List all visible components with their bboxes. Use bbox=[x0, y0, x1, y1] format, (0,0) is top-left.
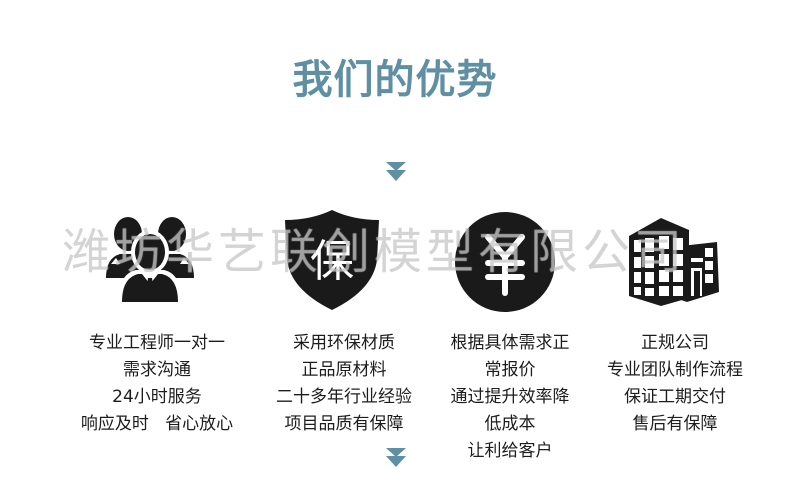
advantage-line: 需求沟通 bbox=[123, 360, 191, 380]
advantage-line: 采用环保材质 bbox=[293, 333, 395, 353]
advantage-line: 正品原材料 bbox=[301, 360, 387, 380]
advantage-line: 专业工程师一对一 bbox=[89, 333, 225, 353]
page-title: 我们的优势 bbox=[292, 57, 498, 103]
team-icon bbox=[102, 212, 198, 304]
advantage-line: 通过提升效率降 bbox=[450, 387, 570, 407]
double-chevron-down-icon bbox=[385, 162, 407, 182]
advantage-line: 正规公司 bbox=[641, 333, 709, 353]
shield-glyph: 保 bbox=[310, 236, 354, 287]
building-icon bbox=[625, 212, 721, 306]
yen-icon bbox=[454, 211, 556, 313]
advantage-price: 根据具体需求正 常报价 通过提升效率降 低成本 让利给客户 bbox=[430, 330, 590, 465]
advantage-line: 专业团队制作流程 bbox=[607, 360, 743, 380]
advantage-line: 售后有保障 bbox=[632, 414, 718, 434]
advantage-line: 响应及时 省心放心 bbox=[80, 414, 234, 434]
shield-icon: 保 bbox=[283, 208, 381, 312]
advantage-line: 让利给客户 bbox=[467, 441, 553, 461]
advantage-line: 常报价 bbox=[484, 360, 536, 380]
advantage-line: 24小时服务 bbox=[112, 387, 202, 407]
double-chevron-down-icon bbox=[385, 448, 407, 468]
advantage-quality: 采用环保材质 正品原材料 二十多年行业经验 项目品质有保障 bbox=[255, 330, 433, 438]
advantage-line: 根据具体需求正 bbox=[450, 333, 570, 353]
advantage-line: 二十多年行业经验 bbox=[276, 387, 412, 407]
advantage-line: 低成本 bbox=[484, 414, 536, 434]
advantage-team: 专业工程师一对一 需求沟通 24小时服务 响应及时 省心放心 bbox=[58, 330, 256, 438]
advantage-company: 正规公司 专业团队制作流程 保证工期交付 售后有保障 bbox=[585, 330, 765, 438]
advantage-line: 项目品质有保障 bbox=[284, 414, 404, 434]
advantage-line: 保证工期交付 bbox=[624, 387, 726, 407]
